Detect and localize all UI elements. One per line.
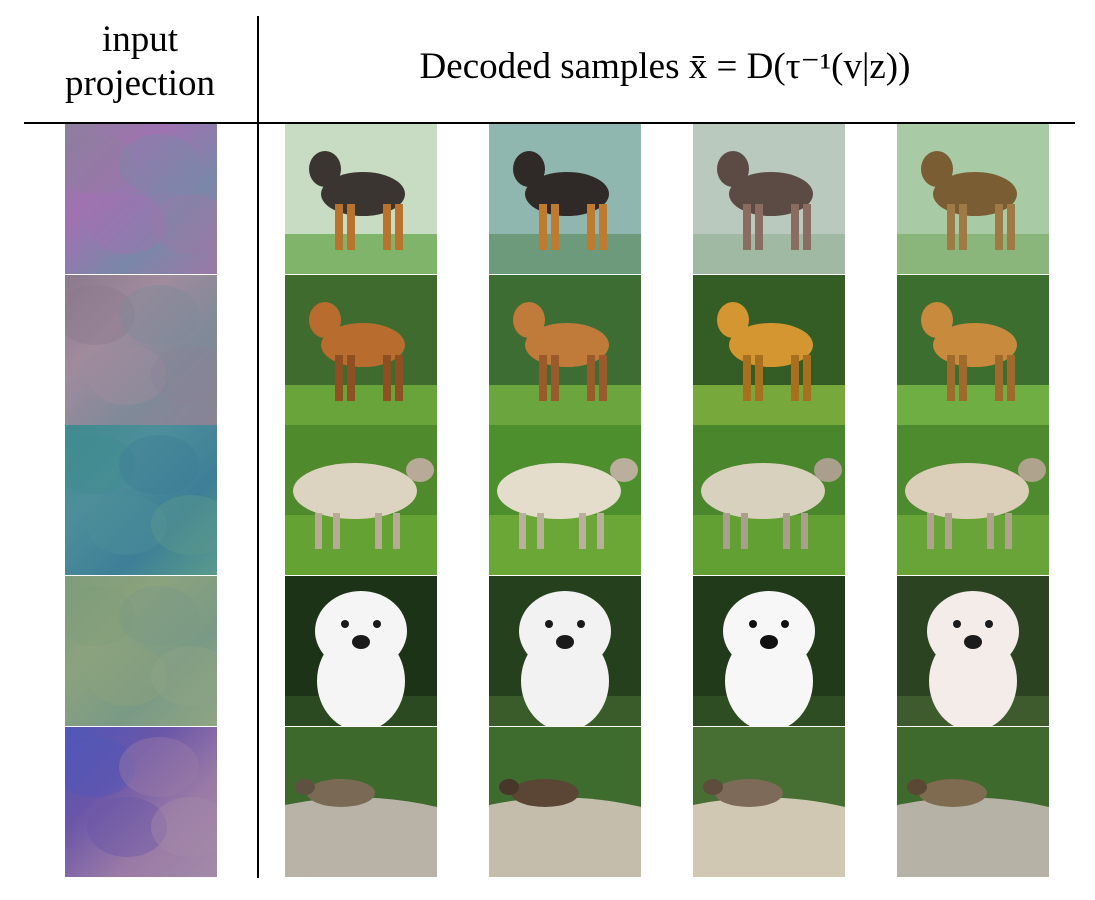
projection-row-5 (65, 727, 217, 877)
projection-row-1 (65, 124, 217, 274)
sample-dog-tan-4 (897, 275, 1049, 425)
sample-dog-tan-1 (285, 275, 437, 425)
header-line-input: input (101, 19, 179, 60)
sample-animal-rock-3 (693, 727, 845, 877)
projection-row-2-image (65, 275, 217, 425)
sample-animal-rock-1-image (285, 727, 437, 877)
sample-dog-tan-3-image (693, 275, 845, 425)
sample-dog-tan-1-image (285, 275, 437, 425)
sample-sheep-4 (897, 425, 1049, 575)
sample-sheep-3 (693, 425, 845, 575)
sample-dog-black-1-image (285, 124, 437, 274)
header-line-projection: projection (64, 63, 215, 104)
sample-sheep-3-image (693, 425, 845, 575)
column-header-decoded-samples: Decoded samples x̄ = D(τ⁻¹(v|z)) (300, 45, 1030, 89)
sample-sheep-2 (489, 425, 641, 575)
sample-white-dog-3 (693, 576, 845, 726)
sample-dog-tan-2 (489, 275, 641, 425)
projection-row-4 (65, 576, 217, 726)
sample-dog-black-4 (897, 124, 1049, 274)
column-divider (257, 16, 259, 878)
sample-animal-rock-2-image (489, 727, 641, 877)
projection-row-2 (65, 275, 217, 425)
projection-row-3 (65, 425, 217, 575)
sample-sheep-1 (285, 425, 437, 575)
sample-dog-black-3 (693, 124, 845, 274)
sample-dog-black-4-image (897, 124, 1049, 274)
projection-row-1-image (65, 124, 217, 274)
sample-sheep-4-image (897, 425, 1049, 575)
projection-row-3-image (65, 425, 217, 575)
sample-white-dog-2-image (489, 576, 641, 726)
sample-animal-rock-2 (489, 727, 641, 877)
sample-dog-tan-2-image (489, 275, 641, 425)
sample-white-dog-4-image (897, 576, 1049, 726)
sample-dog-black-3-image (693, 124, 845, 274)
header-decoded-text: Decoded samples (419, 46, 680, 87)
sample-dog-black-2 (489, 124, 641, 274)
sample-animal-rock-1 (285, 727, 437, 877)
header-divider (24, 122, 1075, 124)
sample-animal-rock-4 (897, 727, 1049, 877)
header-decoded-formula: x̄ = D(τ⁻¹(v|z)) (688, 46, 911, 87)
sample-animal-rock-4-image (897, 727, 1049, 877)
projection-row-5-image (65, 727, 217, 877)
sample-white-dog-3-image (693, 576, 845, 726)
column-header-input-projection: input projection (40, 18, 240, 106)
sample-sheep-2-image (489, 425, 641, 575)
sample-white-dog-1-image (285, 576, 437, 726)
sample-dog-tan-3 (693, 275, 845, 425)
sample-dog-black-2-image (489, 124, 641, 274)
sample-sheep-1-image (285, 425, 437, 575)
projection-row-4-image (65, 576, 217, 726)
sample-white-dog-1 (285, 576, 437, 726)
sample-dog-black-1 (285, 124, 437, 274)
sample-white-dog-4 (897, 576, 1049, 726)
sample-animal-rock-3-image (693, 727, 845, 877)
sample-white-dog-2 (489, 576, 641, 726)
sample-dog-tan-4-image (897, 275, 1049, 425)
